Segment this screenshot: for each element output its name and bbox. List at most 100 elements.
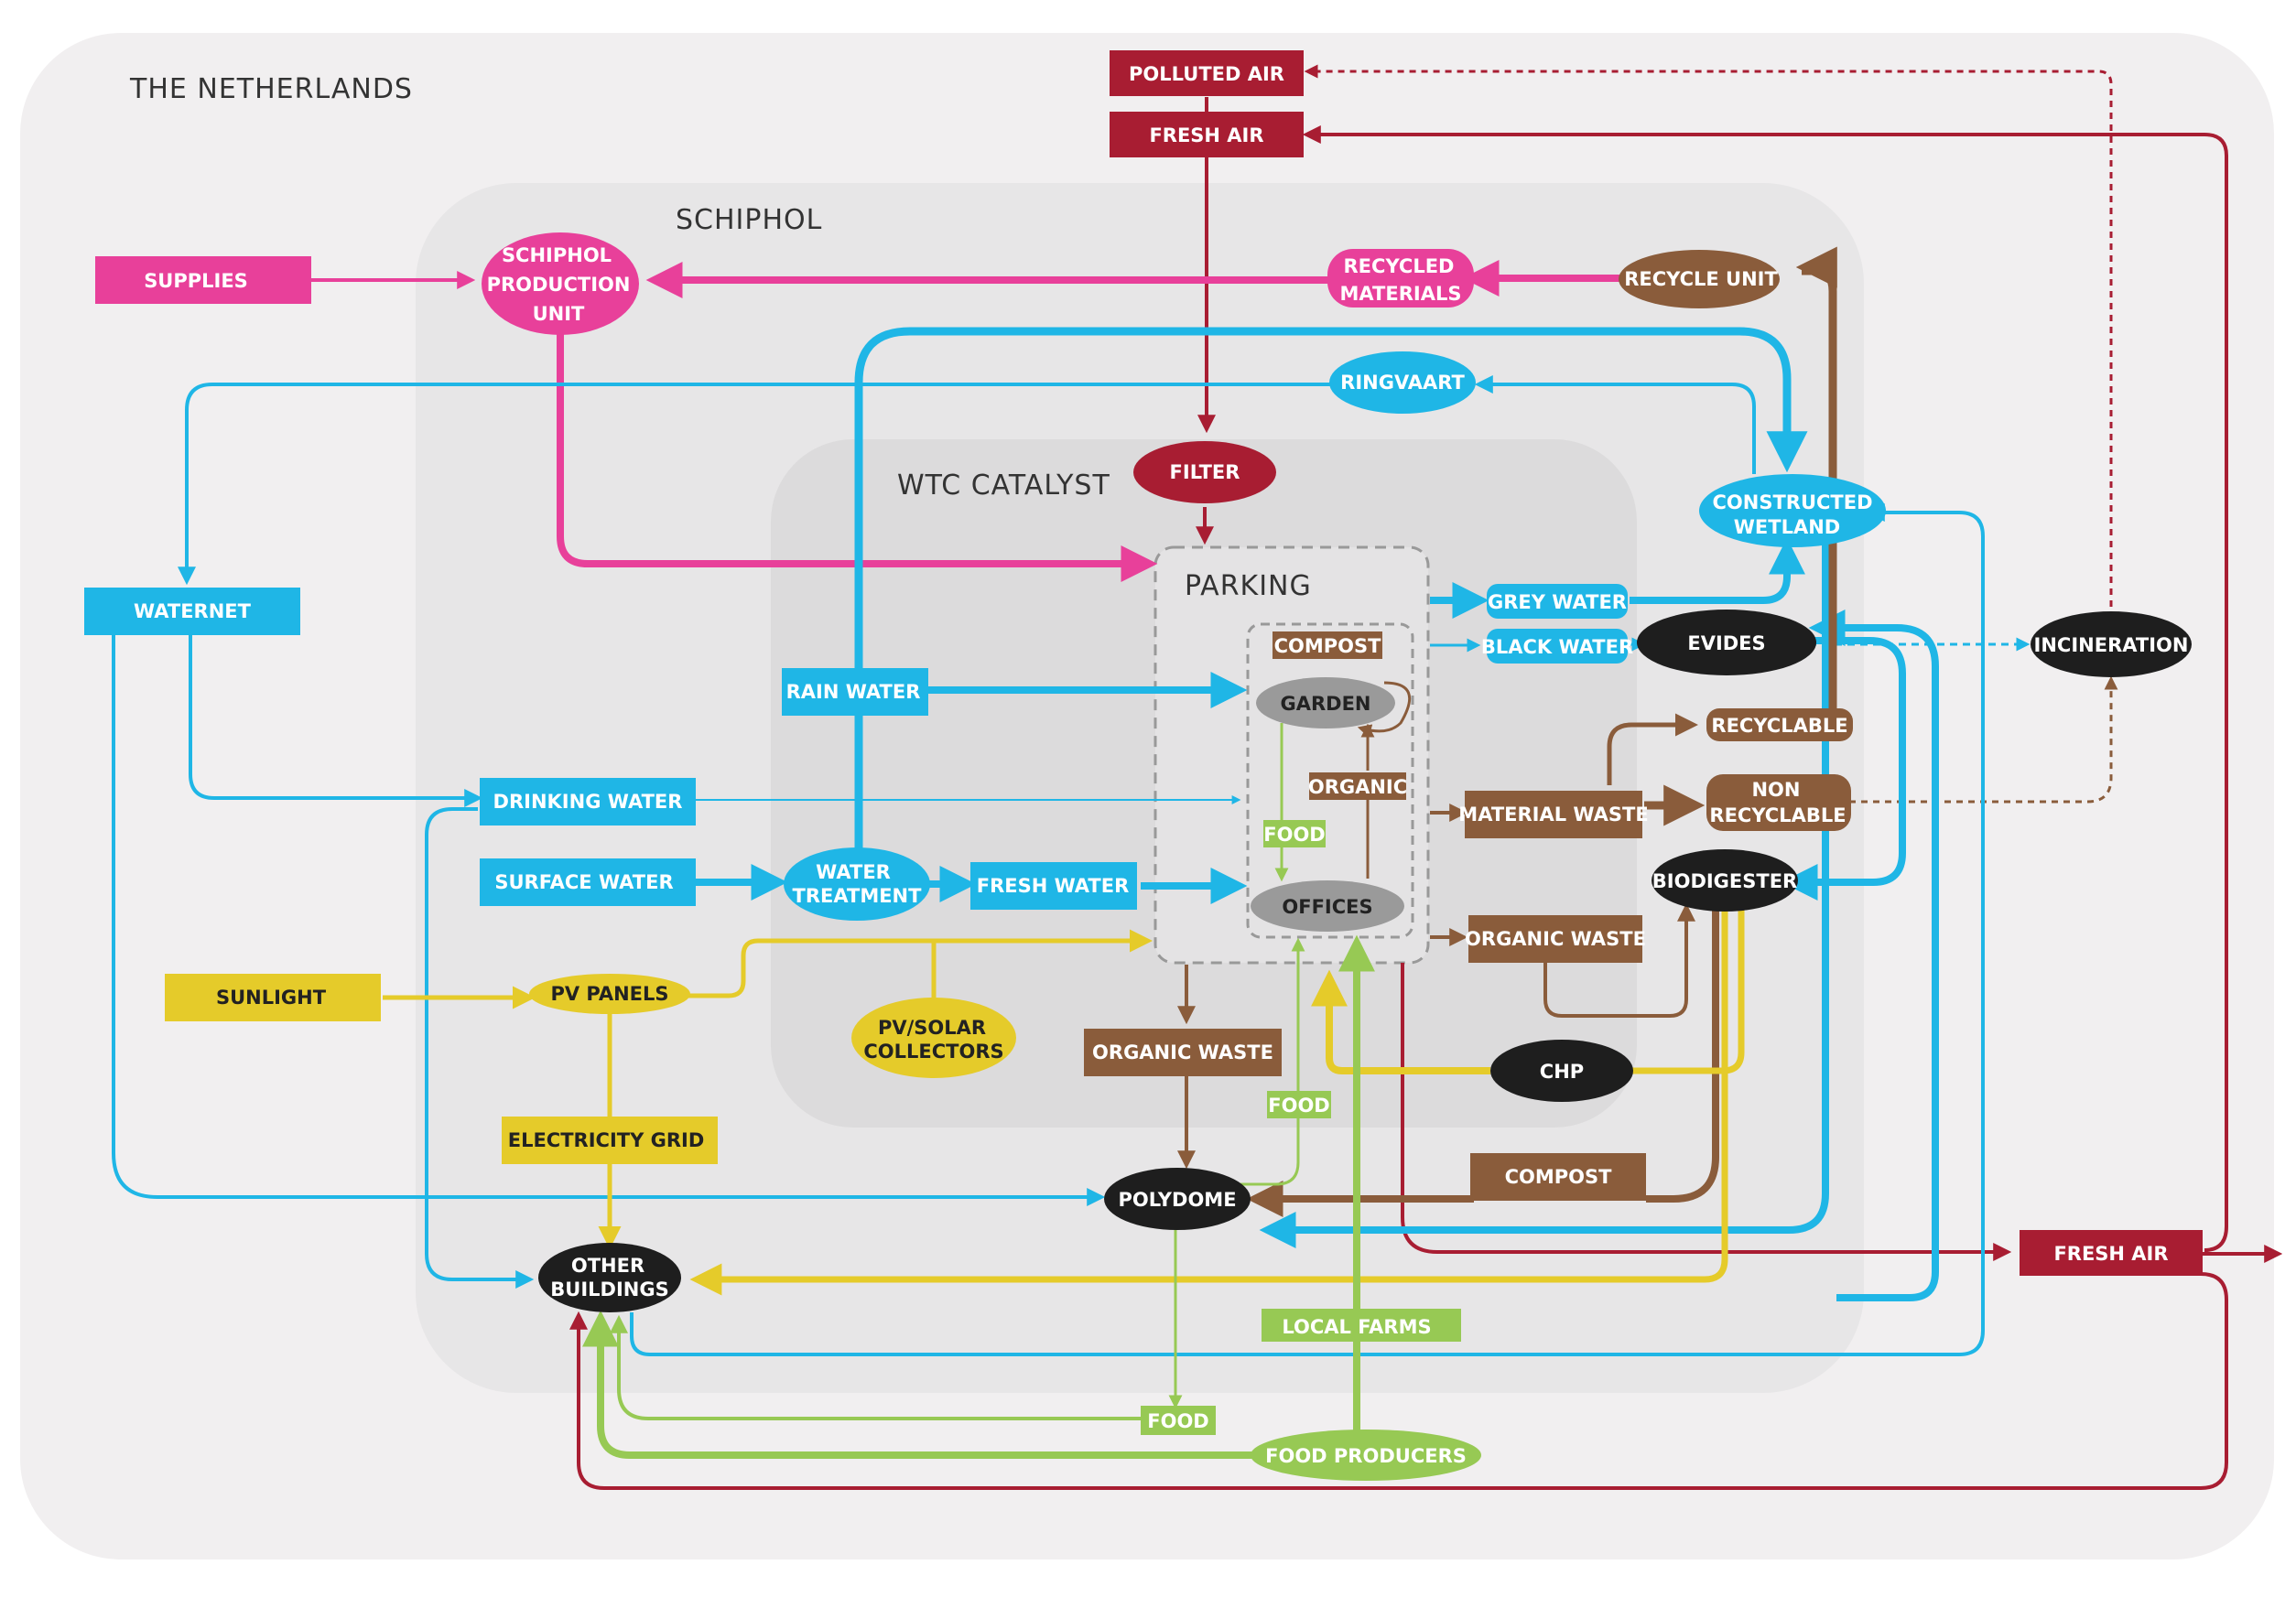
node-rain-water: RAIN WATER (782, 668, 928, 716)
node-garden: GARDEN (1256, 677, 1395, 728)
svg-text:RAIN WATER: RAIN WATER (786, 681, 921, 703)
node-other-buildings: OTHER BUILDINGS (538, 1243, 681, 1312)
node-compost-bottom: COMPOST (1470, 1153, 1646, 1201)
node-chp: CHP (1490, 1040, 1633, 1102)
svg-text:POLLUTED AIR: POLLUTED AIR (1129, 63, 1284, 85)
svg-text:FILTER: FILTER (1170, 461, 1240, 483)
svg-text:OFFICES: OFFICES (1282, 896, 1372, 918)
flow-polydome-offices (1238, 937, 1305, 1186)
flow-wetland-ringvaart (1474, 375, 1756, 474)
node-constructed-wetland: CONSTRUCTED WETLAND (1699, 474, 1886, 547)
svg-text:RINGVAART: RINGVAART (1340, 372, 1465, 394)
node-fresh-water: FRESH WATER (970, 862, 1137, 910)
region-netherlands-label: THE NETHERLANDS (129, 73, 413, 105)
svg-text:ORGANIC WASTE: ORGANIC WASTE (1092, 1041, 1273, 1063)
svg-text:FOOD: FOOD (1147, 1410, 1208, 1432)
svg-text:TREATMENT: TREATMENT (793, 885, 923, 907)
svg-text:PRODUCTION: PRODUCTION (487, 274, 631, 296)
flow-freshair-otherbuildings (569, 1272, 2228, 1490)
node-sunlight: SUNLIGHT (165, 974, 381, 1021)
svg-text:UNIT: UNIT (533, 303, 585, 325)
flow-parking-freshair (1401, 963, 2012, 1261)
flow-waternet-polydome (112, 635, 1106, 1206)
flow-producers-other (582, 1310, 1252, 1459)
node-recycle-unit: RECYCLE UNIT (1619, 250, 1780, 308)
flow-biodigester-other (689, 910, 1728, 1296)
svg-text:MATERIALS: MATERIALS (1340, 283, 1462, 305)
node-pv-solar-collectors: PV/SOLAR COLLECTORS (851, 998, 1016, 1078)
node-compost-inner: COMPOST (1273, 631, 1382, 659)
svg-text:COMPOST: COMPOST (1274, 635, 1382, 657)
region-schiphol-label: SCHIPHOL (676, 204, 822, 236)
node-local-farms: LOCAL FARMS (1262, 1309, 1461, 1342)
flow-ringvaart-waternet (178, 383, 1331, 586)
node-water-treatment: WATER TREATMENT (784, 847, 930, 921)
svg-text:WATERNET: WATERNET (134, 600, 252, 622)
flow-freshair-loop (1302, 125, 2228, 1252)
flow-waternet-drinking (189, 635, 483, 807)
svg-text:PV PANELS: PV PANELS (550, 983, 668, 1005)
svg-text:GREY WATER: GREY WATER (1488, 591, 1627, 613)
node-biodigester: BIODIGESTER (1652, 849, 1798, 912)
node-non-recyclable: NON RECYCLABLE (1706, 774, 1851, 831)
svg-text:RECYCLED: RECYCLED (1344, 255, 1455, 277)
node-polluted-air: POLLUTED AIR (1110, 50, 1304, 96)
node-fresh-air-right: FRESH AIR (2020, 1230, 2203, 1276)
flow-chp-parking (1311, 969, 1490, 1074)
flow-wetland-evides (1808, 610, 1939, 1301)
node-electricity-grid: ELECTRICITY GRID (502, 1117, 718, 1164)
flow-organicwaste-biodigester (1543, 902, 1695, 1018)
svg-text:SURFACE WATER: SURFACE WATER (494, 871, 673, 893)
node-recyclable: RECYCLABLE (1706, 708, 1853, 741)
region-wtc-label: WTC CATALYST (897, 469, 1110, 502)
svg-text:RECYCLE UNIT: RECYCLE UNIT (1624, 268, 1778, 290)
svg-text:DRINKING WATER: DRINKING WATER (493, 791, 683, 813)
svg-text:BIODIGESTER: BIODIGESTER (1652, 870, 1797, 892)
svg-text:RECYCLABLE: RECYCLABLE (1709, 804, 1846, 826)
svg-text:GARDEN: GARDEN (1280, 693, 1370, 715)
svg-text:RECYCLABLE: RECYCLABLE (1711, 715, 1847, 737)
node-drinking-water: DRINKING WATER (480, 778, 696, 825)
node-organic-waste-mid: ORGANIC WASTE (1084, 1029, 1282, 1076)
svg-text:COLLECTORS: COLLECTORS (863, 1041, 1003, 1063)
node-food-inner: FOOD (1263, 820, 1326, 847)
flow-nonrecyclable-incineration (1849, 675, 2118, 804)
flow-evides-biodigester (1781, 637, 1906, 901)
svg-text:FOOD: FOOD (1263, 824, 1325, 846)
node-grey-water: GREY WATER (1487, 584, 1628, 619)
svg-text:BUILDINGS: BUILDINGS (550, 1279, 668, 1300)
flow-drinking-other (425, 807, 535, 1289)
svg-text:NON: NON (1751, 779, 1800, 801)
svg-text:INCINERATION: INCINERATION (2034, 634, 2189, 656)
svg-text:FOOD: FOOD (1268, 1095, 1329, 1117)
node-black-water: BLACK WATER (1481, 629, 1633, 664)
node-evides: EVIDES (1637, 610, 1816, 675)
node-surface-water: SURFACE WATER (480, 858, 696, 906)
node-filter: FILTER (1133, 441, 1276, 503)
svg-text:OTHER: OTHER (571, 1255, 644, 1277)
node-food-bottom: FOOD (1141, 1406, 1216, 1435)
svg-text:LOCAL FARMS: LOCAL FARMS (1282, 1316, 1431, 1338)
node-material-waste: MATERIAL WASTE (1458, 791, 1649, 838)
node-recycled-materials: RECYCLED MATERIALS (1327, 249, 1474, 308)
svg-text:SCHIPHOL: SCHIPHOL (502, 244, 612, 266)
svg-text:FOOD PRODUCERS: FOOD PRODUCERS (1265, 1445, 1467, 1467)
node-incineration: INCINERATION (2031, 611, 2192, 677)
flow-unit-parking (557, 326, 1158, 582)
svg-text:MATERIAL WASTE: MATERIAL WASTE (1458, 804, 1648, 825)
region-inner-dashed (1246, 622, 1414, 939)
flow-pv-parking (683, 929, 1153, 998)
flow-other-wetland (630, 503, 1985, 1356)
flow-biodigester-compost (1646, 910, 1719, 1203)
svg-text:WETLAND: WETLAND (1734, 516, 1840, 538)
flow-garden-loop (1357, 681, 1412, 738)
node-polydome: POLYDOME (1104, 1168, 1251, 1230)
svg-text:WATER: WATER (816, 861, 891, 883)
svg-text:FRESH WATER: FRESH WATER (977, 875, 1130, 897)
flow-wetland-polydome (1259, 536, 1829, 1248)
svg-text:SUNLIGHT: SUNLIGHT (216, 987, 327, 1009)
svg-text:ORGANIC: ORGANIC (1308, 776, 1407, 798)
svg-text:CONSTRUCTED: CONSTRUCTED (1712, 491, 1872, 513)
